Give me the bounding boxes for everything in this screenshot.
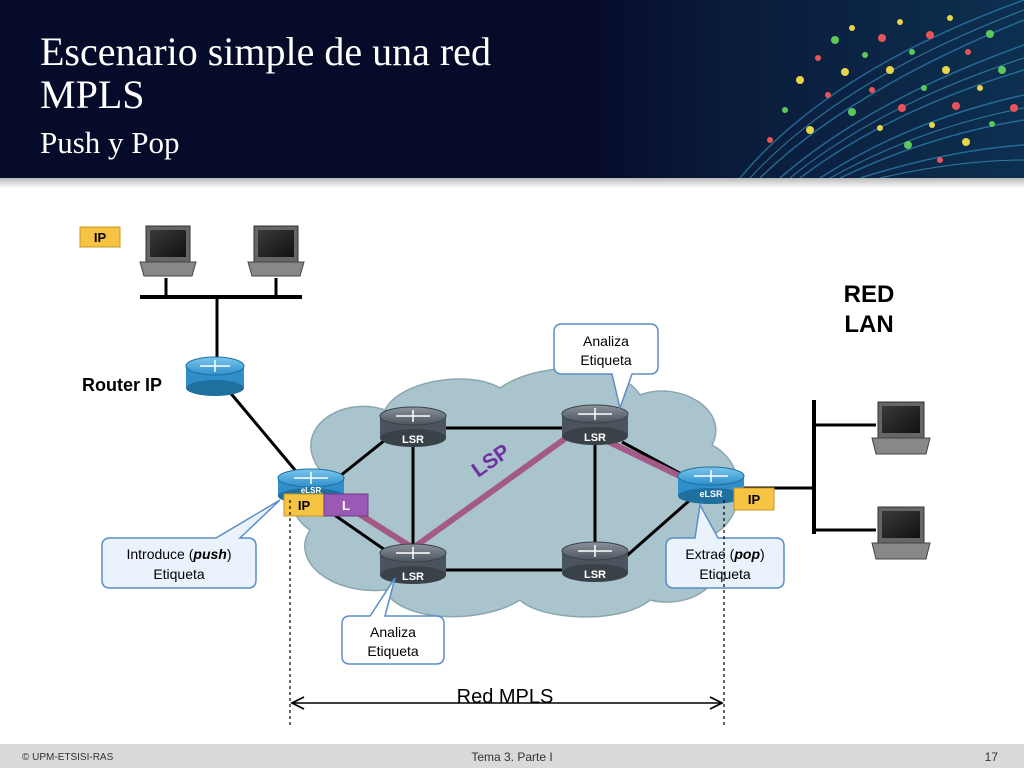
red-lan-label-line1: RED [844,281,895,308]
laptop-icon [871,401,931,455]
ip-tag-top: IP [79,226,121,248]
laptop-icon [139,225,197,277]
callout-push-line2: Etiqueta [153,566,205,582]
footer-page-number: 17 [984,750,998,764]
lsr-bottom-left-router: LSR [379,543,447,584]
elsr-right-label: eLSR [699,489,723,499]
lsr-bottom-right-router: LSR [561,541,629,582]
lsr-top-left-label: LSR [402,434,424,446]
slide-subtitle: Push y Pop [40,125,180,160]
ip-tag-top-text: IP [94,230,107,245]
label-tag-left-text: L [342,498,350,513]
ip-tag-right-text: IP [748,492,761,507]
callout-analiza-bottom-line2: Etiqueta [367,643,419,659]
router-ip-label: Router IP [82,375,162,395]
mpls-diagram: LSP Router IP eLSR eLSR LSR LSR [79,225,931,726]
ip-tag-left-text: IP [298,498,311,513]
callout-analiza-top: Analiza Etiqueta [553,323,659,411]
footer-topic: Tema 3. Parte I [471,750,553,764]
elsr-right-router: eLSR [677,466,745,504]
red-mpls-label: Red MPLS [457,686,554,708]
ip-tag-left: IP [283,493,325,517]
callout-pop-line2: Etiqueta [699,566,751,582]
footer-copyright: © UPM-ETSISI-RAS [22,752,114,763]
header-shadow [0,178,1024,188]
callout-push: Introduce (push) Etiqueta [101,499,281,589]
callout-analiza-top-line2: Etiqueta [580,352,632,368]
lsr-top-left-router: LSR [379,406,447,447]
callout-analiza-bottom: Analiza Etiqueta [341,577,445,665]
slide-title: Escenario simple de una red MPLS [40,29,491,117]
label-tag-left: L [323,493,369,517]
callout-analiza-bottom-line1: Analiza [370,624,416,640]
lsr-top-right-label: LSR [584,432,606,444]
callout-pop-line1: Extrae (pop) [685,546,764,562]
laptop-icon [247,225,305,277]
elsr-left-label: eLSR [301,486,322,495]
lsp-path [343,425,690,551]
callout-pop: Extrae (pop) Etiqueta [665,502,785,589]
laptop-icon [871,506,931,560]
red-lan-label-line2: LAN [844,311,893,338]
lsr-bottom-left-label: LSR [402,571,424,583]
callout-push-line1: Introduce (push) [126,546,231,562]
slide-header: Escenario simple de una red MPLS Push y … [0,0,1024,178]
fiber-optic-image [590,0,1024,178]
router-ip [185,356,245,396]
lsr-bottom-right-label: LSR [584,569,606,581]
ip-tag-right: IP [733,487,775,511]
lsr-top-right-router: LSR [561,404,629,445]
slide-footer: © UPM-ETSISI-RAS Tema 3. Parte I 17 [0,744,1024,768]
callout-analiza-top-line1: Analiza [583,333,629,349]
